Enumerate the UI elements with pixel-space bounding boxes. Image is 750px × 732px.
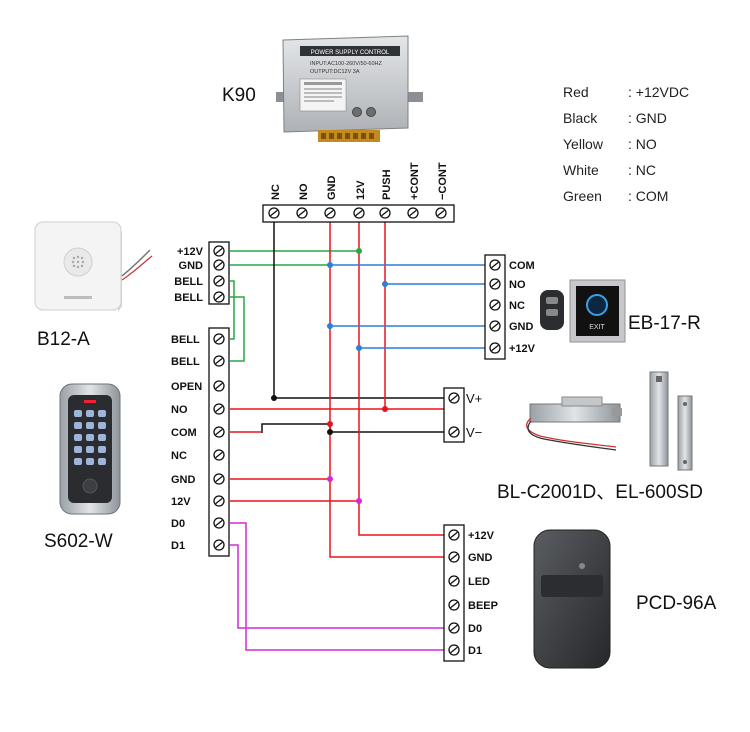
keypad-terminal-no: NO <box>171 404 188 416</box>
exit-terminal-12v: +12V <box>509 343 536 355</box>
psu-terminal-gnd: GND <box>326 176 338 201</box>
keypad-terminal-bell-1: BELL <box>171 334 200 346</box>
bell-terminal-12v: +12V <box>177 246 204 258</box>
legend-meaning-yellow: : NO <box>628 136 657 152</box>
magnetic-lock-image <box>649 371 693 471</box>
bell-terminal-bell-2: BELL <box>174 292 203 304</box>
legend-meaning-green: : COM <box>628 188 668 204</box>
wire-green-bell-link-2 <box>230 296 245 362</box>
keypad-terminal-bell-2: BELL <box>171 356 200 368</box>
lock-terminal-v-minus: V− <box>466 425 482 440</box>
keypad-terminal-nc: NC <box>171 450 187 462</box>
card-reader-image <box>533 529 611 669</box>
reader-terminal-beep: BEEP <box>468 600 498 612</box>
psu-terminal-12v: 12V <box>355 180 367 200</box>
exit-terminal-com: COM <box>509 260 535 272</box>
keypad-terminal-block: BELL BELL OPEN NO COM NC GND 12V D0 D1 <box>171 327 230 557</box>
wire-magenta-d1 <box>230 544 444 629</box>
legend-meaning-white: : NC <box>628 162 656 178</box>
wire-black-com <box>261 423 444 433</box>
power-supply-image: POWER SUPPLY CONTROL INPUT:AC100-260V/50… <box>276 35 423 142</box>
reader-terminal-led: LED <box>468 576 490 588</box>
device-label-k90: K90 <box>222 85 256 106</box>
wire-green-bell-link-1 <box>230 280 235 340</box>
keypad-terminal-d1: D1 <box>171 540 185 552</box>
psu-header: POWER SUPPLY CONTROL <box>311 50 390 56</box>
psu-terminal-nc: NC <box>270 184 282 200</box>
psu-output: OUTPUT:DC12V 3A <box>310 69 360 75</box>
bolt-lock-image <box>526 396 622 451</box>
reader-terminal-d1: D1 <box>468 645 482 657</box>
color-legend: Red : +12VDC Black : GND Yellow : NO Whi… <box>563 84 689 204</box>
keypad-terminal-12v: 12V <box>171 496 191 508</box>
exit-terminal-gnd: GND <box>509 321 534 333</box>
device-label-pcd96a: PCD-96A <box>636 593 717 614</box>
legend-color-red: Red <box>563 84 589 100</box>
door-bell-image <box>34 221 153 312</box>
reader-terminal-gnd: GND <box>468 552 493 564</box>
device-label-eb17r: EB-17-R <box>628 313 701 334</box>
reader-terminal-block: +12V GND LED BEEP D0 D1 <box>443 524 498 662</box>
keypad-image <box>59 383 121 515</box>
psu-terminal-minus-cont: −CONT <box>437 162 449 200</box>
device-label-b12a: B12-A <box>37 329 90 350</box>
legend-color-green: Green <box>563 188 602 204</box>
exit-terminal-no: NO <box>509 279 526 291</box>
keypad-terminal-gnd: GND <box>171 474 196 486</box>
device-label-s602w: S602-W <box>44 531 113 552</box>
wire-red-12v <box>358 222 444 536</box>
psu-terminal-plus-cont: +CONT <box>409 162 421 200</box>
wire-magenta-d0 <box>230 522 444 651</box>
device-label-locks: BL-C2001D、EL-600SD <box>497 482 703 503</box>
wires <box>230 222 485 651</box>
reader-terminal-d0: D0 <box>468 623 482 635</box>
legend-color-white: White <box>563 162 599 178</box>
keypad-terminal-d0: D0 <box>171 518 185 530</box>
junction-dots <box>271 248 388 504</box>
legend-color-black: Black <box>563 110 598 126</box>
keypad-terminal-com: COM <box>171 427 197 439</box>
bell-terminal-gnd: GND <box>179 260 204 272</box>
psu-input: INPUT:AC100-260V/50-60HZ <box>310 61 382 67</box>
legend-meaning-black: : GND <box>628 110 667 126</box>
exit-button-image: EXIT <box>540 279 626 343</box>
exit-terminal-block: COM NO NC GND +12V <box>484 254 536 360</box>
legend-meaning-red: : +12VDC <box>628 84 689 100</box>
lock-terminal-v-plus: V+ <box>466 391 482 406</box>
bell-terminal-block: +12V GND BELL BELL <box>174 241 230 305</box>
keypad-terminal-open: OPEN <box>171 381 202 393</box>
exit-terminal-nc: NC <box>509 300 525 312</box>
bell-terminal-bell-1: BELL <box>174 276 203 288</box>
psu-terminal-block: NC NO GND 12V PUSH +CONT −CONT <box>262 162 455 223</box>
psu-terminal-no: NO <box>298 183 310 200</box>
reader-terminal-12v: +12V <box>468 530 495 542</box>
exit-button-text: EXIT <box>589 324 605 331</box>
legend-color-yellow: Yellow <box>563 136 604 152</box>
psu-terminal-push: PUSH <box>381 169 393 200</box>
lock-terminal-block: V+ V− <box>443 387 482 443</box>
wire-red-gnd <box>329 222 444 558</box>
